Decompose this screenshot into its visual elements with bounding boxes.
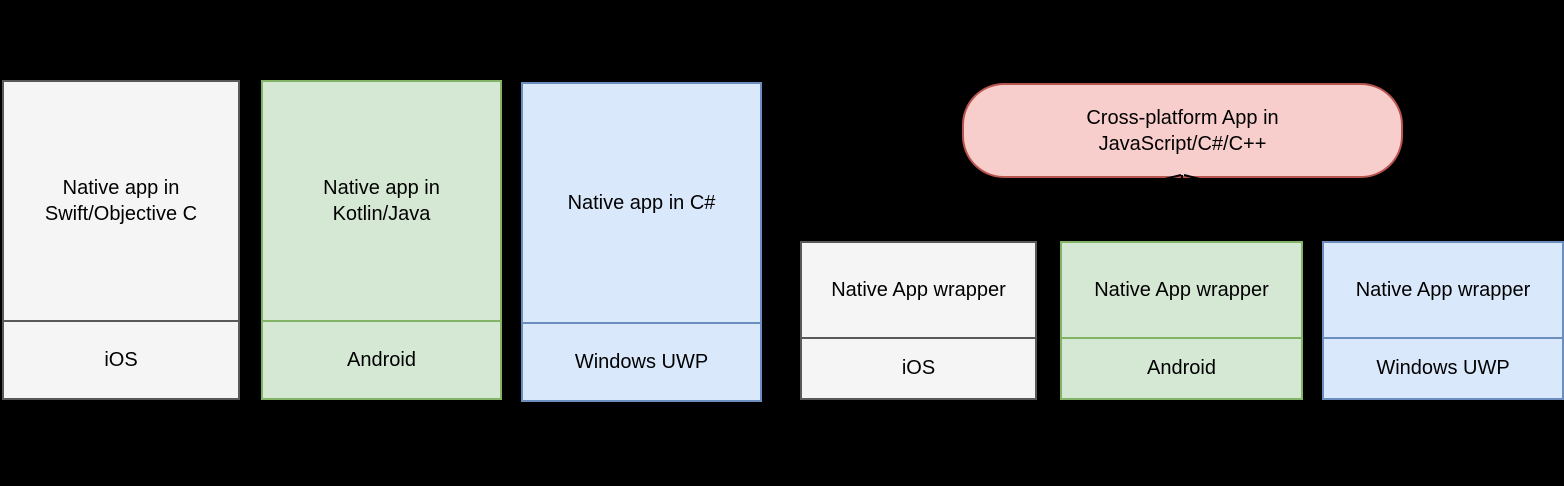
- wrapper-uwp-title: Native App wrapper: [1324, 243, 1562, 337]
- cross-platform-label-line: JavaScript/C#/C++: [1098, 132, 1267, 155]
- connector-cross-to-ios-wrapper: [905, 174, 1182, 243]
- connector-cross-to-android-wrapper: [1180, 174, 1183, 241]
- native-stack-ios: Native app in Swift/Objective C iOS: [2, 80, 240, 400]
- title-line: Native App wrapper: [831, 279, 1006, 301]
- connector-cross-to-uwp-wrapper: [1183, 174, 1441, 241]
- native-stack-android: Native app in Kotlin/Java Android: [261, 80, 502, 400]
- wrapper-uwp-platform: Windows UWP: [1324, 337, 1562, 398]
- wrapper-android-platform: Android: [1062, 337, 1301, 398]
- native-stack-ios-title: Native app in Swift/Objective C: [4, 82, 238, 320]
- title-line: Swift/Objective C: [44, 203, 198, 225]
- native-stack-android-platform: Android: [263, 320, 500, 398]
- wrapper-android-title: Native App wrapper: [1062, 243, 1301, 337]
- title-line: Native App wrapper: [1355, 279, 1531, 301]
- cross-platform-label-line: Cross-platform App in: [1086, 106, 1279, 129]
- title-line: Native App wrapper: [1094, 279, 1269, 301]
- title-line: Native app in: [323, 177, 440, 199]
- title-line: Kotlin/Java: [332, 203, 431, 225]
- wrapper-box-ios: Native App wrapper iOS: [800, 241, 1037, 400]
- cross-platform-app-node: Cross-platform App in JavaScript/C#/C++: [962, 83, 1403, 178]
- wrapper-ios-title: Native App wrapper: [802, 243, 1035, 337]
- wrapper-box-uwp: Native App wrapper Windows UWP: [1322, 241, 1564, 400]
- native-stack-uwp-platform: Windows UWP: [523, 322, 760, 400]
- title-line: Native app in C#: [567, 192, 716, 214]
- native-stack-uwp-title: Native app in C#: [523, 84, 760, 322]
- title-line: Native app in: [62, 177, 180, 199]
- native-stack-android-title: Native app in Kotlin/Java: [263, 82, 500, 320]
- wrapper-box-android: Native App wrapper Android: [1060, 241, 1303, 400]
- native-stack-uwp: Native app in C# Windows UWP: [521, 82, 762, 402]
- native-stack-ios-platform: iOS: [4, 320, 238, 398]
- wrapper-ios-platform: iOS: [802, 337, 1035, 398]
